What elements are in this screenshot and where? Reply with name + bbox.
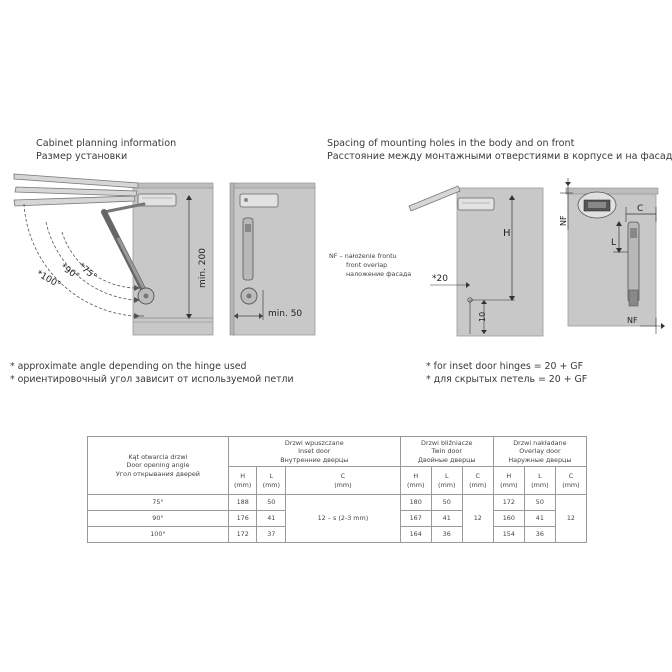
col-header: C(mm) bbox=[285, 466, 401, 495]
nf-legend-line1: NF – nałożenie frontu bbox=[329, 252, 397, 260]
right-heading-ru: Расстояние между монтажными отверстиями … bbox=[327, 151, 672, 162]
spec-table: Kąt otwarcia drzwi Door opening angle Уг… bbox=[87, 436, 588, 543]
nf-top-label: NF bbox=[559, 215, 568, 226]
inset-header: Drzwi wpuszczane Inset door Внутренние д… bbox=[227, 436, 401, 467]
col-header: L(mm) bbox=[430, 466, 463, 495]
min-200-label: min. 200 bbox=[198, 248, 208, 288]
left-heading: Cabinet planning information Размер уста… bbox=[36, 137, 176, 163]
notes-right: * for inset door hinges = 20 + GF * для … bbox=[426, 360, 587, 386]
dim-10-label: 10 bbox=[478, 312, 487, 322]
door-90 bbox=[14, 186, 138, 197]
left-cabinet-diagram: *75° *90° *100° min. 200 bbox=[13, 173, 214, 336]
dim-20-label: *20 bbox=[432, 274, 448, 284]
nf-bottom-label: NF bbox=[627, 316, 638, 325]
left-heading-ru: Размер установки bbox=[36, 151, 128, 162]
hinge-block-front bbox=[239, 193, 279, 208]
door-75 bbox=[13, 173, 139, 189]
right-inset-diagram: H 10 *20 bbox=[408, 185, 544, 337]
inset-door bbox=[408, 185, 461, 212]
h-label: H bbox=[503, 228, 511, 239]
door-100 bbox=[13, 195, 136, 207]
note-left-en: * approximate angle depending on the hin… bbox=[10, 361, 247, 372]
col-header: H(mm) bbox=[399, 466, 432, 495]
gas-strut-front bbox=[242, 217, 254, 281]
nf-legend: NF – nałożenie frontu front overlap нало… bbox=[329, 252, 411, 279]
col-header: L(mm) bbox=[523, 466, 556, 495]
col-header: C(mm) bbox=[554, 466, 588, 495]
technical-drawings: *75° *90° *100° min. 200 min. 50 H bbox=[13, 173, 665, 337]
left-heading-en: Cabinet planning information bbox=[36, 138, 177, 149]
nf-legend-line3: наложение фасада bbox=[346, 270, 412, 278]
note-right-en: * for inset door hinges = 20 + GF bbox=[426, 361, 583, 372]
notes-left: * approximate angle depending on the hin… bbox=[10, 360, 294, 386]
twin-header: Drzwi bliźniacze Twin door Двойные дверц… bbox=[399, 436, 494, 467]
right-heading-en: Spacing of mounting holes in the body an… bbox=[327, 138, 575, 149]
col-header: C(mm) bbox=[461, 466, 494, 495]
col-header: H(mm) bbox=[492, 466, 525, 495]
col-header: L(mm) bbox=[256, 466, 287, 495]
inset-c-value: 12 – s (2-3 mm) bbox=[285, 494, 401, 543]
angle-header: Kąt otwarcia drzwi Door opening angle Уг… bbox=[87, 436, 229, 495]
angle-90-label: *90° bbox=[58, 262, 80, 282]
angle-100-label: *100° bbox=[35, 269, 63, 291]
nf-legend-line2: front overlap bbox=[346, 261, 388, 269]
overlay-header: Drzwi nakładane Overlay door Наружные дв… bbox=[492, 436, 588, 467]
min-50-label: min. 50 bbox=[268, 309, 302, 319]
note-left-ru: * ориентировочный угол зависит от исполь… bbox=[10, 374, 294, 385]
middle-cabinet-diagram: min. 50 bbox=[229, 182, 316, 336]
table-row: 75° 188 50 12 – s (2-3 mm) 180 50 12 172… bbox=[87, 494, 588, 543]
table-row: 100° 172 37 164 36 154 36 bbox=[87, 526, 587, 543]
overlay-c-value: 12 bbox=[554, 494, 588, 543]
twin-c-value: 12 bbox=[461, 494, 494, 543]
col-header: H(mm) bbox=[227, 466, 258, 495]
c-label: C bbox=[637, 204, 643, 214]
l-label: L bbox=[611, 238, 616, 248]
right-heading: Spacing of mounting holes in the body an… bbox=[327, 137, 672, 163]
hinge-block bbox=[137, 193, 177, 207]
right-front-diagram: C L NF NF bbox=[559, 178, 665, 334]
note-right-ru: * для скрытых петель = 20 + GF bbox=[426, 374, 588, 385]
